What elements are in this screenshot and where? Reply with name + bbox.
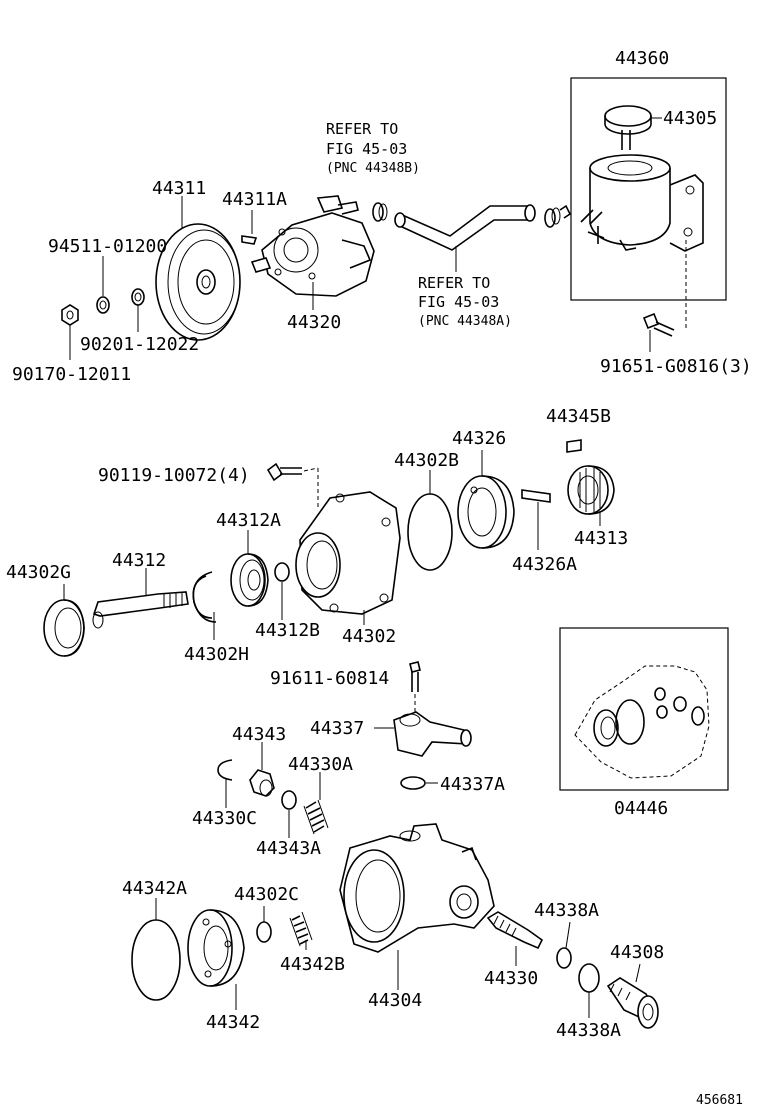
label-91651: 91651-G0816(3): [600, 356, 752, 377]
label-44342b: 44342B: [280, 954, 345, 975]
seal-kit-04446: [559, 627, 729, 791]
plug-44308: [606, 963, 659, 1029]
label-44308: 44308: [610, 942, 664, 963]
pump-assembly-44320: [250, 195, 375, 310]
o-ring-44343a: [281, 790, 297, 838]
plug-44343: [249, 742, 275, 797]
label-44312b: 44312B: [255, 620, 320, 641]
pin-44326a: [521, 489, 551, 550]
hose-clamp-right: [544, 204, 572, 228]
label-refer-b-line3: (PNC 44348B): [326, 161, 420, 176]
bearing-44312a: [230, 530, 269, 607]
label-44342a: 44342A: [122, 878, 187, 899]
label-44343a: 44343A: [256, 838, 321, 859]
label-refer-a-line1: REFER TO: [418, 274, 490, 292]
label-44305: 44305: [663, 108, 717, 129]
label-44311a: 44311A: [222, 189, 287, 210]
side-plate-44342: [187, 909, 245, 1010]
vane-44345b: [566, 439, 582, 453]
label-44302: 44302: [342, 626, 396, 647]
label-90119: 90119-10072(4): [98, 465, 250, 486]
label-44337: 44337: [310, 718, 364, 739]
woodruff-key-44311a: [241, 210, 258, 245]
hose-clamp-left: [372, 202, 388, 222]
o-ring-44302b: [407, 470, 453, 571]
o-ring-44342a: [131, 898, 181, 1001]
o-ring-44302c: [256, 906, 272, 943]
bolt-91651: [642, 312, 675, 352]
label-44312: 44312: [112, 550, 166, 571]
cam-ring-44326: [457, 450, 515, 549]
label-90170: 90170-12011: [12, 364, 131, 385]
label-44302g: 44302G: [6, 562, 71, 583]
label-44338a-top: 44338A: [534, 900, 599, 921]
figure-id: 456681: [696, 1093, 743, 1108]
label-44320: 44320: [287, 312, 341, 333]
o-ring-44338a-top: [556, 921, 572, 969]
snap-ring-44330c: [217, 759, 233, 808]
label-44302b: 44302B: [394, 450, 459, 471]
label-44304: 44304: [368, 990, 422, 1011]
label-44330: 44330: [484, 968, 538, 989]
label-44342: 44342: [206, 1012, 260, 1033]
label-44326a: 44326A: [512, 554, 577, 575]
seal-kit-box: [559, 627, 729, 791]
label-44311: 44311: [152, 178, 206, 199]
washer-90201: [131, 288, 145, 332]
label-44302h: 44302H: [184, 644, 249, 665]
bolt-91611: [409, 661, 421, 714]
o-ring-44337a: [400, 776, 438, 790]
pulley-44311: [155, 196, 241, 341]
nut-90170: [61, 304, 79, 360]
part-labels: 44360 44305 REFER TO FIG 45-03 (PNC 4434…: [6, 48, 752, 1108]
label-44302c: 44302C: [234, 884, 299, 905]
return-hose: [372, 202, 572, 272]
union-44337: [374, 711, 472, 757]
label-44313: 44313: [574, 528, 628, 549]
label-90201: 90201-12022: [80, 334, 199, 355]
label-44360: 44360: [615, 48, 669, 69]
label-refer-a-line2: FIG 45-03: [418, 293, 499, 311]
shaft-44312: [92, 568, 189, 629]
label-44345b: 44345B: [546, 406, 611, 427]
label-44337a: 44337A: [440, 774, 505, 795]
label-44343: 44343: [232, 724, 286, 745]
reservoir-assembly-44360: [570, 77, 727, 330]
label-refer-b-line2: FIG 45-03: [326, 140, 407, 158]
bolt-90119: [266, 462, 319, 510]
label-44338a-bottom: 44338A: [556, 1020, 621, 1041]
label-94511: 94511-01200: [48, 236, 167, 257]
oil-seal-44302g: [43, 584, 85, 657]
reservoir-group-box: [570, 77, 727, 301]
label-refer-b-line1: REFER TO: [326, 120, 398, 138]
washer-94511: [96, 256, 110, 314]
spring-44342b: [289, 911, 313, 950]
label-44312a: 44312A: [216, 510, 281, 531]
housing-44302: [295, 491, 401, 625]
snap-ring-44312b: [274, 562, 290, 620]
label-44326: 44326: [452, 428, 506, 449]
rotor-44313: [567, 465, 615, 526]
o-ring-44338a-bottom: [578, 963, 600, 1018]
label-44330c: 44330C: [192, 808, 257, 829]
label-44330a: 44330A: [288, 754, 353, 775]
pump-body-44304: [339, 823, 495, 990]
valve-44330: [486, 911, 544, 966]
snap-ring-44302h: [192, 571, 217, 640]
label-91611: 91611-60814: [270, 668, 389, 689]
reservoir-tank: [580, 154, 704, 252]
spring-44330a: [303, 772, 329, 835]
label-04446: 04446: [614, 798, 668, 819]
label-refer-a-line3: (PNC 44348A): [418, 314, 512, 329]
reservoir-cap-44305: [604, 105, 662, 150]
